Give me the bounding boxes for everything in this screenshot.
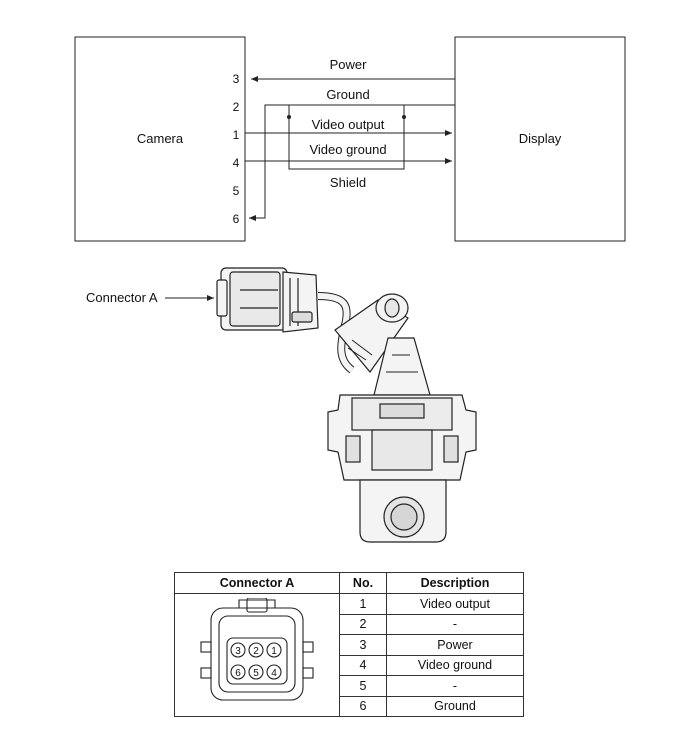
pin-number-3: 3	[233, 72, 240, 86]
pin-table-header: Connector A No. Description	[174, 572, 524, 594]
face-pin-6: 6	[235, 668, 241, 679]
pin-number-5: 5	[233, 184, 240, 198]
face-pin-3: 3	[235, 646, 241, 657]
pin-number-1: 1	[233, 128, 240, 142]
row-no: 4	[339, 654, 387, 676]
table-row: 2 -	[175, 613, 524, 635]
table-row: 6 Ground	[175, 695, 524, 717]
display-box	[454, 36, 626, 242]
shield-label: Shield	[330, 175, 366, 190]
shield-box	[288, 104, 405, 170]
row-description: -	[386, 675, 524, 697]
row-description: Video ground	[386, 654, 524, 676]
ground-label: Ground	[326, 87, 369, 102]
video-output-label: Video output	[312, 117, 385, 132]
connector-face-cell: 3 2 1 6 5 4	[174, 593, 340, 717]
table-row: 4 Video ground	[175, 654, 524, 676]
header-connector-a: Connector A	[174, 572, 340, 594]
row-description: Power	[386, 634, 524, 656]
power-label: Power	[330, 57, 368, 72]
row-description: Ground	[386, 695, 524, 717]
row-description: -	[386, 613, 524, 635]
row-no: 6	[339, 695, 387, 717]
row-no: 1	[339, 593, 387, 615]
pin-number-4: 4	[233, 156, 240, 170]
connector-face-diagram: 3 2 1 6 5 4	[200, 598, 314, 701]
face-pin-5: 5	[253, 668, 259, 679]
display-label: Display	[519, 131, 562, 146]
pin-number-6: 6	[233, 212, 240, 226]
header-description: Description	[386, 572, 524, 594]
shield-junction-left	[287, 115, 291, 119]
face-pin-4: 4	[271, 668, 277, 679]
row-no: 2	[339, 613, 387, 635]
camera-box	[74, 36, 246, 242]
camera-label: Camera	[137, 131, 184, 146]
table-row: 3 2 1 6 5 4 1 Video output	[174, 593, 524, 717]
header-no: No.	[339, 572, 387, 594]
camera-illustration	[216, 267, 477, 543]
row-description: Video output	[386, 593, 524, 615]
row-no: 5	[339, 675, 387, 697]
pin-table: Connector A No. Description	[174, 572, 524, 717]
ferrite-core	[334, 293, 409, 373]
face-pin-1: 1	[271, 646, 277, 657]
camera-body	[327, 394, 477, 543]
shield-junction-right	[402, 115, 406, 119]
video-ground-label: Video ground	[309, 142, 386, 157]
face-pin-2: 2	[253, 646, 259, 657]
row-no: 3	[339, 634, 387, 656]
connector-a-plug	[216, 267, 319, 333]
pin-number-2: 2	[233, 100, 240, 114]
connector-a-callout: Connector A	[86, 290, 158, 305]
